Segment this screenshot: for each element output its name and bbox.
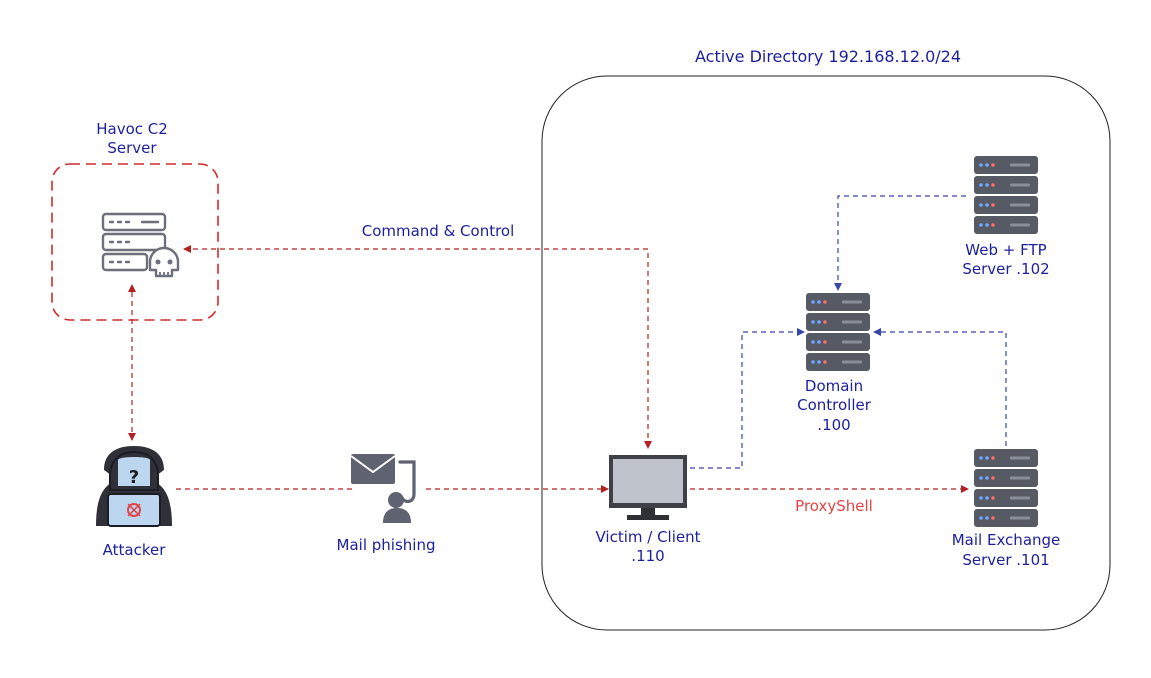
svg-text:?: ? — [129, 467, 139, 488]
mail-phishing-icon — [350, 454, 416, 523]
command-control-label: Command & Control — [362, 222, 515, 240]
victim-to-dc-arrow — [690, 328, 805, 469]
victim-label-line2: .110 — [631, 547, 664, 565]
c2-arrowhead — [183, 245, 191, 253]
web-to-dc-arrow — [834, 195, 966, 291]
dc-label-line1: Domain — [805, 377, 863, 395]
c2-bottom-arrowhead — [128, 284, 136, 292]
mail-to-dc-arrow — [873, 328, 1007, 446]
dc-label-line2: Controller — [797, 396, 872, 414]
c2-server-box — [51, 163, 219, 321]
mail-phishing-label: Mail phishing — [337, 536, 436, 554]
c2-label-line2: Server — [107, 139, 157, 157]
victim-label-line1: Victim / Client — [595, 528, 700, 546]
web-ftp-server-icon — [974, 156, 1038, 234]
web-label-line2: Server .102 — [962, 260, 1049, 278]
dc-label-line3: .100 — [817, 416, 850, 434]
c2-label-line1: Havoc C2 — [96, 120, 168, 138]
c2-to-victim-arrow — [184, 248, 652, 449]
monitor-icon — [609, 455, 687, 520]
hacker-icon: ? — [96, 446, 172, 527]
attacker-label: Attacker — [103, 541, 167, 559]
domain-controller-server-icon — [806, 293, 870, 371]
web-label-line1: Web + FTP — [965, 241, 1046, 259]
mail-label-line1: Mail Exchange — [952, 531, 1061, 549]
ad-network-box — [541, 75, 1111, 631]
proxyshell-label: ProxyShell — [795, 497, 873, 515]
mail-label-line2: Server .101 — [962, 551, 1049, 569]
server-skull-icon — [101, 212, 180, 278]
mail-exchange-server-icon — [974, 449, 1038, 527]
ad-title: Active Directory 192.168.12.0/24 — [695, 47, 961, 66]
